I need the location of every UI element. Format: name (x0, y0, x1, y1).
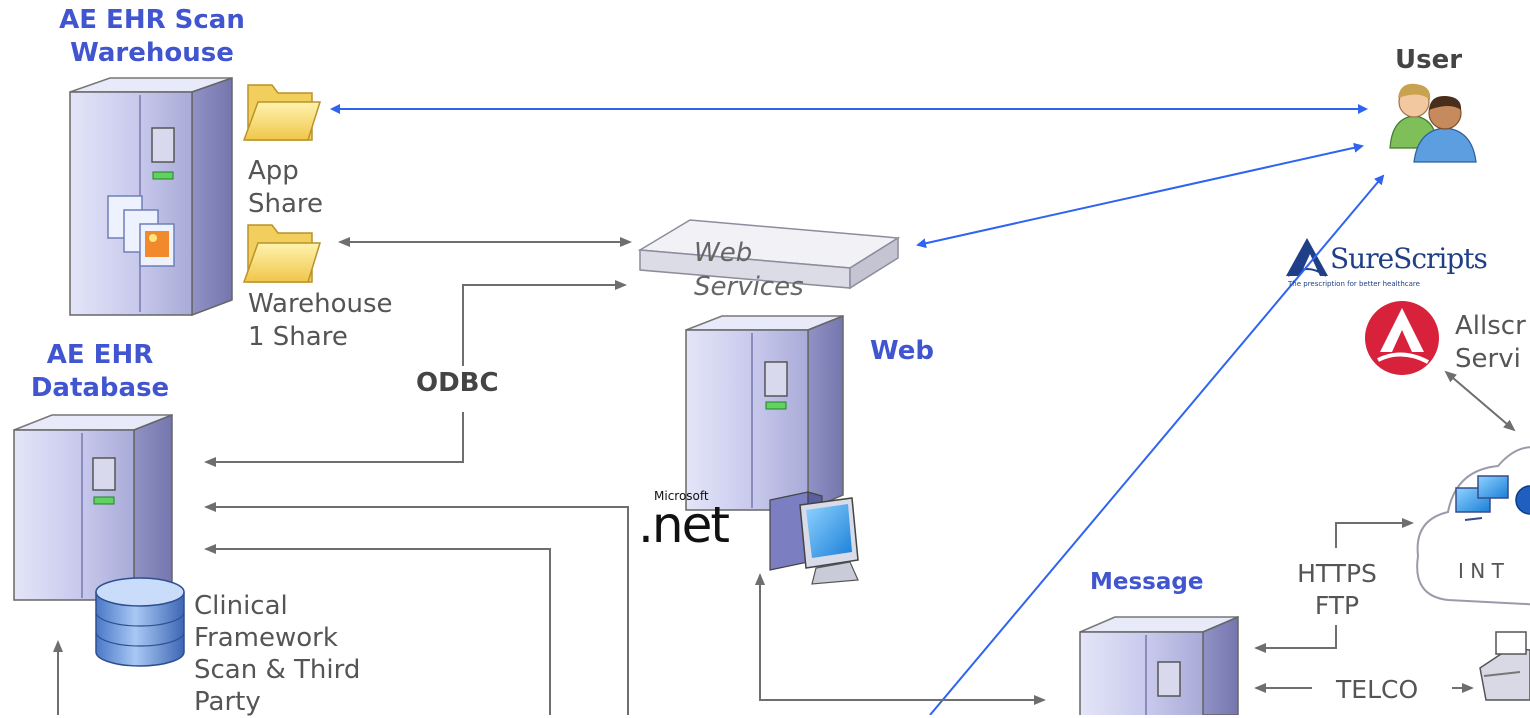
dotnet-big: .net (638, 496, 730, 554)
database-title-line2: Database (30, 373, 170, 403)
dotnet-logo: Microsoft .net (638, 489, 730, 554)
allscripts-line1: Allscr (1455, 311, 1526, 341)
surescripts-name: SureScripts (1330, 242, 1488, 275)
https-line: HTTPS (1297, 559, 1377, 588)
surescripts-logo: SureScripts (1330, 242, 1488, 275)
surescripts-tagline: The prescription for better healthcare (1288, 280, 1420, 288)
app-share-line2: Share (248, 189, 324, 219)
warehouse-share-line2: 1 Share (248, 322, 348, 352)
database-cylinder-icon (95, 577, 185, 667)
user-title: User (1395, 45, 1463, 75)
image-files-icon (107, 195, 175, 267)
database-link-2 (204, 502, 629, 715)
web-title: Web (870, 336, 934, 366)
web-services-line1: Web (694, 238, 753, 268)
clinical-line3: Scan & Third (194, 655, 361, 685)
ftp-line: FTP (1314, 591, 1360, 620)
database-server-icon (13, 413, 173, 602)
clinical-line2: Framework (194, 623, 338, 653)
web-services-label: Web Services (694, 236, 804, 304)
odbc-connection-link (206, 285, 625, 462)
user-group-icon (1389, 83, 1477, 163)
warehouse-share-folder-icon (242, 224, 322, 283)
web-services-icon (637, 219, 901, 290)
web-server-icon (685, 314, 844, 512)
web-services-user-link (916, 142, 1364, 249)
clinical-line4: Party (194, 687, 261, 717)
database-link-3 (204, 544, 551, 715)
message-title: Message (1090, 569, 1204, 595)
clinical-line1: Clinical (194, 591, 288, 621)
database-title: AE EHR Database (20, 339, 180, 405)
allscripts-logo-icon (1365, 301, 1439, 375)
fax-printer-icon (1479, 631, 1530, 701)
clinical-label: Clinical Framework Scan & Third Party (194, 590, 360, 718)
warehouse-share-label: Warehouse 1 Share (248, 288, 393, 354)
warehouse-title: AE EHR Scan Warehouse (52, 4, 252, 70)
allscripts-line2: Servi (1455, 344, 1521, 374)
warehouse-title-line1: AE EHR Scan (59, 5, 245, 35)
app-share-line1: App (248, 156, 299, 186)
app-share-label: App Share (248, 155, 323, 221)
odbc-label: ODBC (416, 368, 499, 398)
internet-cloud-icon (1416, 446, 1530, 606)
workstation-icon (769, 491, 859, 585)
database-title-line1: AE EHR (46, 340, 154, 370)
allscripts-cloud-link (1444, 370, 1516, 432)
https-ftp-link (1256, 523, 1412, 648)
https-ftp-label: HTTPS FTP (1292, 558, 1382, 622)
telco-label: TELCO (1336, 675, 1419, 704)
warehouse-share-line1: Warehouse (248, 289, 393, 319)
warehouse-server-icon (69, 76, 233, 317)
internet-label: I N T (1458, 559, 1504, 583)
message-server-icon (1079, 615, 1239, 715)
app-share-folder-icon (242, 84, 322, 141)
warehouse-title-line2: Warehouse (70, 38, 234, 68)
web-message-link (755, 573, 1046, 705)
web-services-line2: Services (694, 272, 804, 302)
allscripts-label: Allscr Servi (1455, 310, 1526, 376)
dotnet-small: Microsoft (654, 489, 709, 503)
surescripts-logo-icon (1286, 238, 1328, 277)
